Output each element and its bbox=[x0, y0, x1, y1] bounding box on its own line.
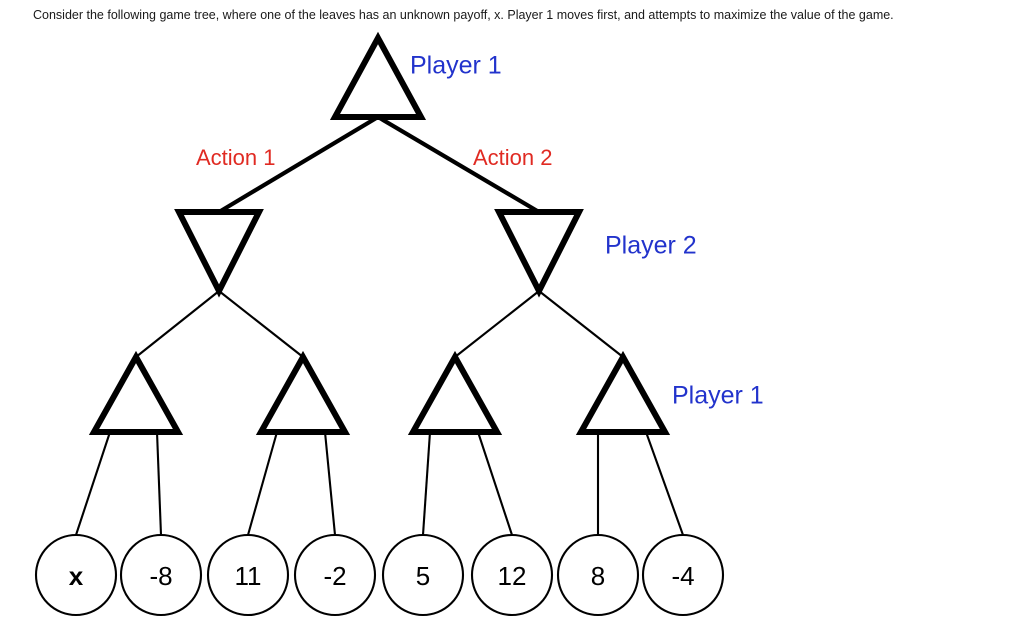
leaf-5-circle[interactable] bbox=[381, 533, 465, 617]
leaf-x-circle[interactable] bbox=[34, 533, 118, 617]
action-1-label: Action 1 bbox=[196, 145, 276, 170]
leaf-n8-circle[interactable] bbox=[119, 533, 203, 617]
level3-player-label: Player 1 bbox=[672, 382, 764, 410]
leaf-n2-circle[interactable] bbox=[293, 533, 377, 617]
leaf-12-label: 12 bbox=[498, 561, 527, 591]
leaf-11-label: 11 bbox=[235, 561, 262, 591]
root-player-label: Player 1 bbox=[410, 52, 502, 80]
edges-level2-to-level3 bbox=[135, 290, 624, 358]
level2-player-label: Player 2 bbox=[605, 232, 697, 260]
leaf-8-circle[interactable] bbox=[556, 533, 640, 617]
p2-node-right[interactable] bbox=[494, 209, 584, 298]
edge-p1node1-to-leaf-n8 bbox=[155, 431, 163, 536]
edges-root-to-level2 bbox=[217, 115, 541, 214]
edges-level3-to-leaves bbox=[75, 431, 684, 536]
edge-p1node1-to-leaf-x bbox=[75, 431, 111, 536]
p1-node-1[interactable] bbox=[88, 350, 184, 435]
action-2-label: Action 2 bbox=[473, 145, 553, 170]
edge-p1node4-to-leaf-n4 bbox=[645, 431, 684, 536]
edge-p1node2-to-leaf-n2 bbox=[323, 431, 337, 536]
p1-node-3[interactable] bbox=[407, 350, 503, 435]
leaf-12-circle[interactable] bbox=[470, 533, 554, 617]
edge-p2left-to-p1node1 bbox=[135, 290, 220, 358]
leaf-n8-label: -8 bbox=[149, 561, 172, 591]
leaf-n4-circle[interactable] bbox=[641, 533, 725, 617]
edge-p2left-to-p1node2 bbox=[218, 290, 304, 358]
leaf-x-label: x bbox=[69, 561, 84, 591]
edge-p1node3-to-leaf-12 bbox=[477, 431, 513, 536]
edge-p2right-to-p1node3 bbox=[454, 290, 540, 358]
p1-node-4[interactable] bbox=[575, 350, 671, 435]
edge-root-to-p2-left bbox=[217, 115, 380, 214]
leaf-11-circle[interactable] bbox=[206, 533, 290, 617]
p1-node-2[interactable] bbox=[255, 350, 351, 435]
p2-node-left[interactable] bbox=[174, 209, 264, 298]
edge-p1node2-to-leaf-11 bbox=[246, 431, 279, 536]
leaf-8-label: 8 bbox=[591, 561, 605, 591]
root-max-node[interactable] bbox=[329, 31, 427, 120]
leaf-n4-label: -4 bbox=[671, 561, 694, 591]
edge-root-to-p2-right bbox=[376, 115, 541, 214]
edge-p1node3-to-leaf-5 bbox=[421, 431, 432, 536]
leaf-nodes: x -8 11 -2 5 12 8 -4 bbox=[34, 533, 725, 617]
prompt-text: Consider the following game tree, where … bbox=[33, 8, 894, 22]
edge-p2right-to-p1node4 bbox=[538, 290, 624, 358]
leaf-n2-label: -2 bbox=[323, 561, 346, 591]
leaf-5-label: 5 bbox=[416, 561, 430, 591]
